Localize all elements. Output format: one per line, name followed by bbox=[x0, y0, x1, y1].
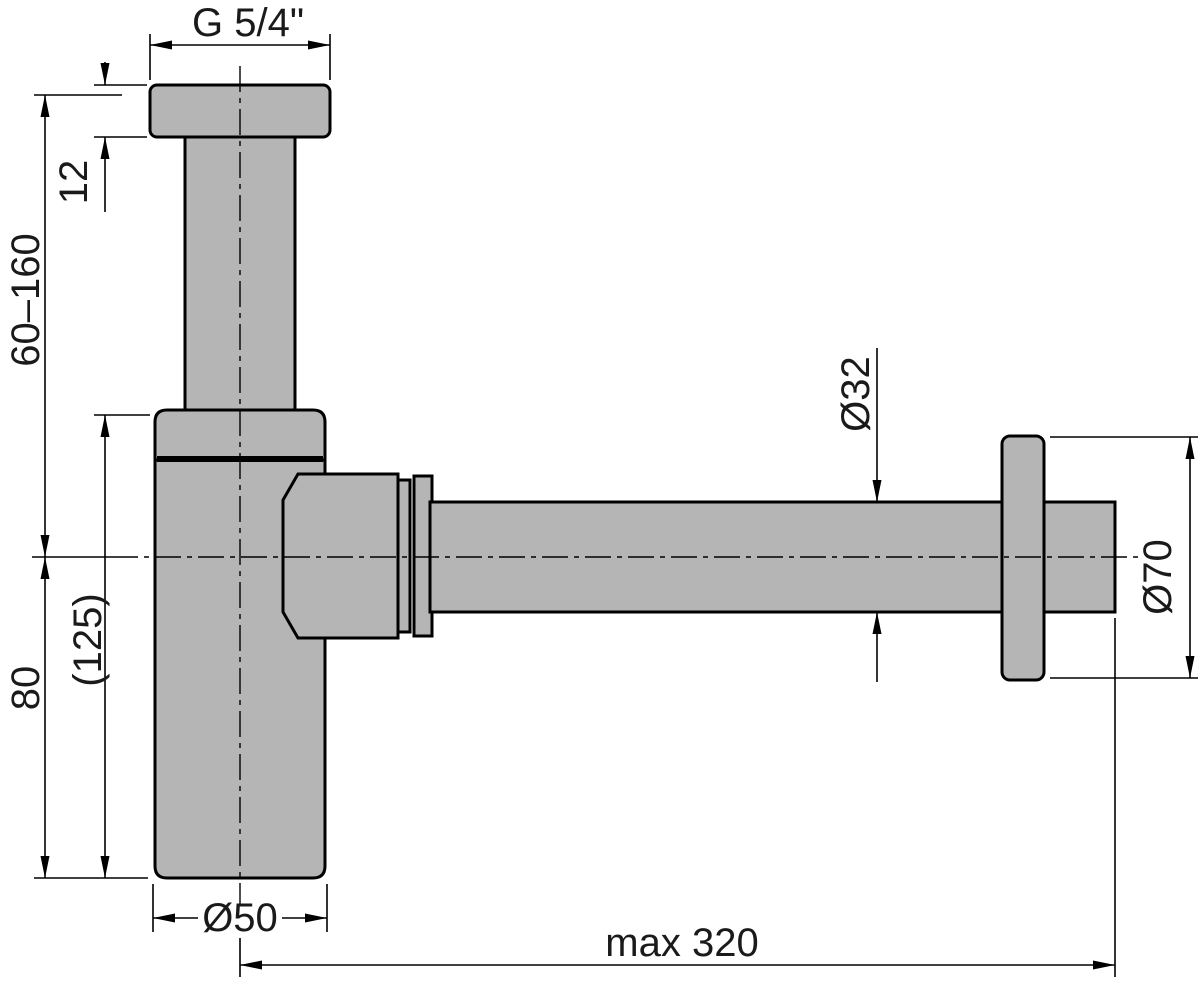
dimension-arrowheads bbox=[40, 40, 1195, 970]
extension-lines bbox=[32, 34, 1198, 977]
dim-outlet-max-length: max 320 bbox=[605, 921, 758, 965]
wall-rosette bbox=[1000, 434, 1046, 682]
dim-flange-thickness: 12 bbox=[52, 160, 96, 205]
siphon-parts bbox=[148, 83, 1117, 880]
dim-body-diameter: Ø50 bbox=[202, 896, 278, 940]
dim-overall-height-reference: (125) bbox=[66, 593, 110, 686]
dim-body-height: 80 bbox=[4, 666, 48, 711]
dim-wall-rosette-diameter: Ø70 bbox=[1136, 539, 1180, 615]
centerlines bbox=[112, 66, 1140, 905]
outlet-nut-ring-1 bbox=[396, 478, 412, 634]
outlet-cone bbox=[281, 472, 400, 640]
dim-thread-size: G 5/4" bbox=[192, 1, 304, 45]
dim-outlet-pipe-diameter: Ø32 bbox=[834, 356, 878, 432]
dim-inlet-adjustable-height: 60–160 bbox=[4, 233, 48, 366]
